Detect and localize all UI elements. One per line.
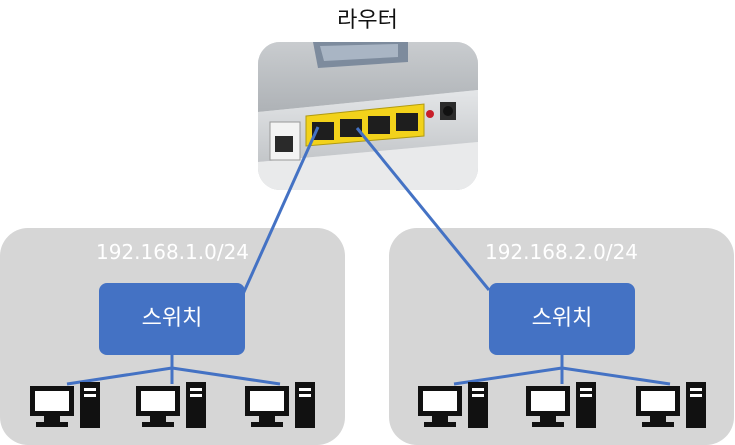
pc-icon [418,382,492,430]
subnet-label-1: 192.168.1.0/24 [95,240,250,264]
router-photo-icon [258,42,478,190]
router-title: 라우터 [337,8,398,33]
pc-icon [636,382,710,430]
pc-icon [245,382,319,430]
pc-icon [30,382,104,430]
switch-2: 스위치 [489,283,635,355]
subnet-label-2: 192.168.2.0/24 [484,240,639,264]
switch-1: 스위치 [99,283,245,355]
pc-icon [526,382,600,430]
pc-icon [136,382,210,430]
